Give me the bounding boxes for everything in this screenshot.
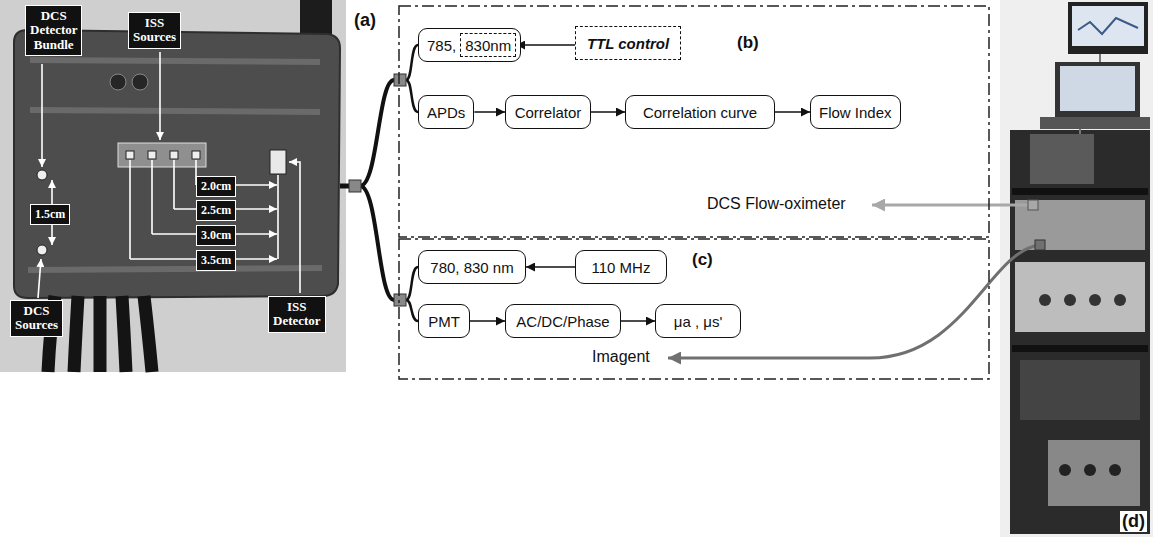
- process-box: Flow Index: [810, 95, 901, 129]
- arrow-connector: [526, 266, 575, 268]
- power-supply: [1048, 440, 1140, 506]
- iss-detector-fiber: [270, 150, 286, 174]
- instrument-name: DCS Flow-oximeter: [705, 195, 848, 213]
- box-text: Flow Index: [819, 104, 892, 121]
- box-text: AC/DC/Phase: [516, 313, 609, 330]
- rack-shelf: [1012, 345, 1148, 352]
- instrument-knobs: [1039, 294, 1126, 306]
- arrow-connector: [775, 111, 810, 113]
- dimension-label: 2.0cm: [196, 176, 236, 197]
- panel-letter: (d): [1120, 511, 1147, 532]
- process-box: AC/DC/Phase: [505, 304, 621, 338]
- laptop-screen: [1060, 66, 1135, 111]
- probe-photo-ground: [0, 0, 346, 372]
- process-box: 780, 830 nm: [418, 250, 526, 284]
- box-text: DCS Sources: [15, 303, 58, 332]
- box-text: APDs: [427, 104, 465, 121]
- callout-label: ISS Sources: [128, 12, 181, 49]
- iss-source-fibers: [126, 151, 200, 159]
- box-text: 830nm: [465, 37, 511, 54]
- laptop-base: [1040, 117, 1150, 129]
- fiber-bundle: [340, 45, 418, 321]
- probe-tape: [28, 60, 322, 270]
- box-text: Correlator: [515, 104, 582, 121]
- rack-shelf: [1012, 188, 1148, 195]
- probe-cables: [48, 296, 152, 372]
- fiber-junction: [394, 294, 406, 306]
- box-text: ISS Detector: [273, 299, 321, 328]
- probe-fiber-port: [110, 74, 126, 90]
- callout-label: ISS Detector: [268, 296, 326, 333]
- instrument-knobs: [1059, 464, 1121, 476]
- dimension-label: 3.5cm: [196, 250, 236, 271]
- panel-letter: (a): [352, 10, 378, 31]
- iss-source-window: [118, 143, 206, 167]
- imagent-instrument: [1015, 262, 1145, 332]
- rack-cable: [1080, 54, 1100, 134]
- arrow-connector: [621, 320, 655, 322]
- dash-dot-outline: [399, 6, 989, 237]
- pointer-arrow: [872, 204, 1033, 207]
- probe-body: [14, 30, 340, 298]
- monitor-screen: [1072, 6, 1144, 46]
- probe-cable-top: [300, 0, 332, 38]
- instrument-group: (b) DCS Flow-oximeter 785, 830nm TTL control…: [398, 5, 990, 238]
- process-box: Correlation curve: [625, 95, 775, 129]
- dimension-label: 3.0cm: [196, 225, 236, 246]
- dash-dot-outline: [399, 239, 989, 379]
- pointer-arrow: [668, 245, 1040, 358]
- laptop: [1055, 62, 1140, 117]
- dcs-detector-fiber: [37, 170, 47, 180]
- dimension-label: 2.5cm: [196, 200, 236, 221]
- process-box: Correlator: [505, 95, 591, 129]
- probe-fiber-port: [132, 74, 148, 90]
- rack-drawer: [1020, 360, 1140, 420]
- control-box: TTL control: [575, 26, 681, 60]
- box-text: Correlation curve: [643, 104, 757, 121]
- process-box: PMT: [418, 304, 470, 338]
- instrument-group: (c) Imagent 780, 830 nm 110 MHzPMT AC/DC/Pha…: [398, 238, 990, 380]
- instrument-name: Imagent: [590, 348, 652, 366]
- fiber-junction: [394, 74, 406, 86]
- box-text: PMT: [428, 313, 460, 330]
- process-box: 785, 830nm: [418, 28, 521, 62]
- panel-letter: (c): [690, 250, 715, 270]
- panel-letter: (b): [735, 33, 761, 53]
- box-text: TTL control: [587, 35, 669, 52]
- dcs-source-fiber: [37, 245, 47, 255]
- callout-label: DCS Sources: [10, 300, 63, 337]
- process-box: 110 MHz: [575, 250, 667, 284]
- arrow-connector: [470, 320, 505, 322]
- box-text: μa , μs': [674, 313, 723, 330]
- box-text: 785,: [427, 37, 456, 54]
- box-text: ISS Sources: [133, 15, 176, 44]
- process-box: APDs: [418, 95, 474, 129]
- dimension-label: 1.5cm: [30, 204, 70, 225]
- box-text: 780, 830 nm: [430, 259, 513, 276]
- arrow-connector: [516, 44, 575, 46]
- arrow-connector: [474, 111, 505, 113]
- arrow-connector: [591, 111, 625, 113]
- monitor-trace: [1078, 18, 1138, 34]
- probe-dimension-lines: [38, 52, 300, 298]
- pointer-square: [1028, 200, 1038, 210]
- process-box: μa , μs': [655, 304, 741, 338]
- rack-frame: [1010, 130, 1150, 534]
- pointer-square: [1035, 240, 1045, 250]
- box-text: 110 MHz: [592, 259, 651, 276]
- box-text: DCS Detector Bundle: [30, 8, 78, 52]
- optional-wavelength-box: 830nm: [460, 33, 516, 57]
- rack-photo-ground: [1000, 0, 1153, 537]
- monitor: [1068, 2, 1148, 54]
- callout-label: DCS Detector Bundle: [25, 5, 82, 56]
- dcs-instrument: [1015, 200, 1145, 250]
- computer-box: [1030, 134, 1094, 184]
- fiber-junction: [349, 180, 361, 192]
